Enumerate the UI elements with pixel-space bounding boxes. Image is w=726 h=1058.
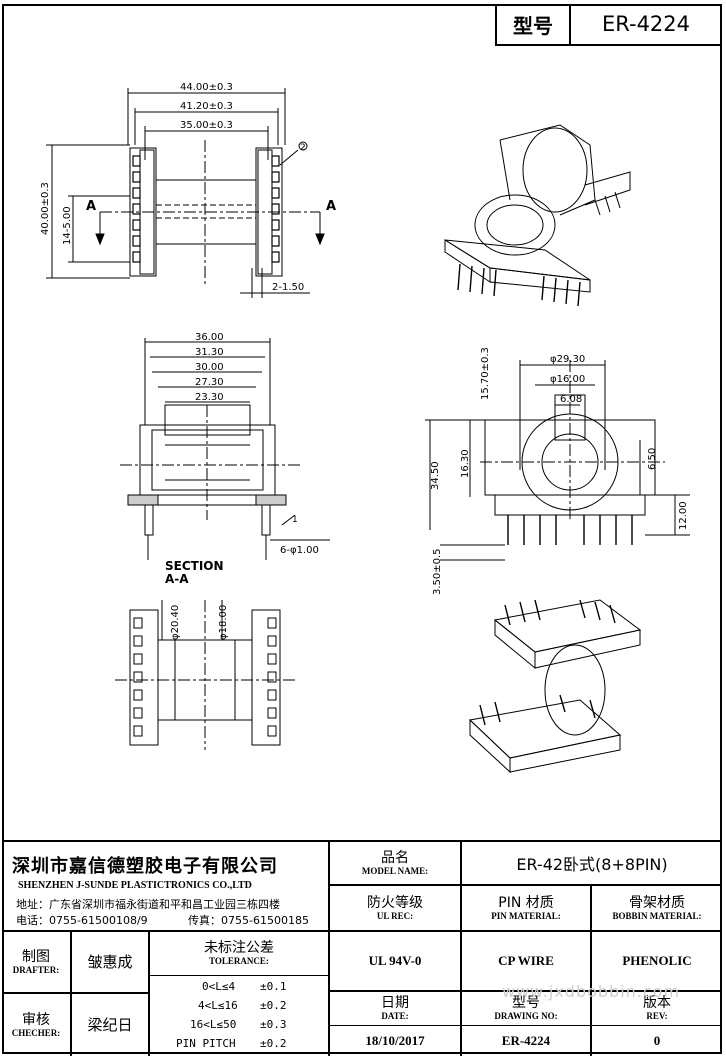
drafter-label: 制图 DRAFTER: — [2, 932, 72, 994]
side-dim-base: 12.00 — [678, 501, 689, 530]
product-name-label: 品名 MODEL NAME: — [330, 842, 462, 886]
iso-view-bottom — [468, 599, 642, 774]
section-label: SECTION — [165, 559, 224, 573]
section-dim-2: 31.30 — [195, 347, 224, 358]
fire-rating-value: UL 94V-0 — [330, 932, 462, 992]
pin-material-value: CP WIRE — [462, 932, 592, 992]
section-view — [120, 338, 330, 560]
tolerance-row-3-value: ±0.3 — [260, 1018, 287, 1031]
dim-pitch: 14-5.00 — [62, 206, 73, 245]
side-dim-mid: 16.30 — [460, 449, 471, 478]
bobbin-material-value: PHENOLIC — [592, 932, 722, 992]
checker-label: 审核 CHECHER: — [2, 994, 72, 1056]
bottom-view — [115, 600, 295, 750]
date-value: 18/10/2017 — [330, 1026, 462, 1056]
dim-b: 41.20±0.3 — [180, 101, 233, 112]
company-address: 地址：广东省深圳市福永街道和平和昌工业园三栋四楼 — [16, 898, 280, 911]
section-dim-4: 27.30 — [195, 377, 224, 388]
title-block: 深圳市嘉信德塑胶电子有限公司 SHENZHEN J-SUNDE PLASTICT… — [2, 840, 722, 1056]
side-dim-pin-len: 3.50±0.5 — [432, 548, 443, 595]
tolerance-row-1-range: 0<L≤4 — [202, 980, 236, 993]
dim-a: 44.00±0.3 — [180, 82, 233, 93]
company-phone: 电话：0755-61500108/9 — [16, 914, 148, 927]
side-dim-od: φ29.30 — [550, 354, 585, 365]
company-divider — [2, 930, 330, 932]
tolerance-row-2-range: 4<L≤16 — [198, 999, 238, 1012]
company-name-cn: 深圳市嘉信德塑胶电子有限公司 — [12, 856, 278, 877]
pin-material-label: PIN 材质 PIN MATERIAL: — [462, 886, 592, 932]
bottom-dim-inner: φ18.00 — [218, 605, 229, 640]
tolerance-row-2-value: ±0.2 — [260, 999, 287, 1012]
side-dim-right: 6.50 — [647, 448, 658, 470]
drawing-no-value: ER-4224 — [462, 1026, 592, 1056]
model-header-value: ER-4224 — [601, 12, 691, 36]
technical-drawing: 44.00±0.3 41.20±0.3 35.00±0.3 40.00±0.3 … — [40, 82, 690, 774]
rev-value: 0 — [653, 1033, 661, 1048]
drawing-frame — [2, 4, 722, 1054]
company-fax: 传真：0755-61500185 — [188, 914, 309, 927]
fire-rating-label: 防火等级 UL REC: — [330, 886, 462, 932]
drafter-name: 皱惠成 — [72, 932, 150, 994]
dim-c: 35.00±0.3 — [180, 120, 233, 131]
bobbin-material-label: 骨架材质 BOBBIN MATERIAL: — [592, 886, 722, 932]
watermark: www.jxdbobbin.com — [502, 982, 681, 1001]
top-view — [46, 88, 325, 298]
section-pin-dia: 6-φ1.00 — [280, 545, 319, 556]
tolerance-row-3-range: 16<L≤50 — [190, 1018, 237, 1031]
side-dim-id: φ16.00 — [550, 374, 585, 385]
section-dim-3: 30.00 — [195, 362, 224, 373]
checker-name: 梁纪日 — [72, 994, 150, 1056]
tolerance-row-4-range: PIN PITCH — [176, 1037, 236, 1050]
tolerance-row-1-value: ±0.1 — [260, 980, 287, 993]
drawing-no-label: 型号 DRAWING NO: — [462, 992, 592, 1026]
section-marker-right: A — [326, 199, 336, 214]
product-name-value: ER-42卧式(8+8PIN) — [462, 842, 722, 886]
section-dim-1: 36.00 — [195, 332, 224, 343]
pin-two-mark: 2 — [300, 143, 306, 153]
side-view — [425, 360, 690, 561]
dim-height: 40.00±0.3 — [40, 182, 51, 235]
model-header-label: 型号 — [497, 4, 571, 44]
section-pin-mark: 1 — [292, 515, 298, 525]
side-dim-height: 34.50 — [430, 461, 441, 490]
company-box: 深圳市嘉信德塑胶电子有限公司 SHENZHEN J-SUNDE PLASTICT… — [2, 842, 330, 932]
rev-label: 版本 REV: — [592, 992, 722, 1026]
section-label-aa: A-A — [165, 572, 189, 586]
side-dim-slot: 6.08 — [560, 394, 582, 405]
dim-pin: 2-1.50 — [272, 282, 304, 293]
bottom-dim-outer: φ20.40 — [170, 605, 181, 640]
date-label: 日期 DATE: — [330, 992, 462, 1026]
model-header-box: 型号 ER-4224 — [495, 4, 722, 46]
section-marker-left: A — [86, 199, 96, 214]
tolerance-table: 0<L≤4 ±0.1 4<L≤16 ±0.2 16<L≤50 ±0.3 PIN … — [150, 976, 330, 1056]
tolerance-row-4-value: ±0.2 — [260, 1037, 287, 1050]
section-dim-5: 23.30 — [195, 392, 224, 403]
side-dim-top: 15.70±0.3 — [480, 347, 491, 400]
company-name-en: SHENZHEN J-SUNDE PLASTICTRONICS CO.,LTD — [18, 880, 252, 891]
tolerance-header: 未标注公差 TOLERANCE: — [150, 932, 330, 976]
iso-view-top — [444, 124, 631, 307]
